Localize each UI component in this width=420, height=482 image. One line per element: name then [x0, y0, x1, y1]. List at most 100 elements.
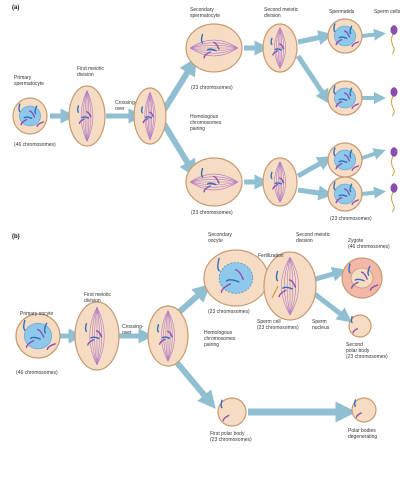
chromosome [206, 182, 217, 186]
label-line: Spermatids [329, 9, 355, 15]
chromosome [87, 338, 95, 346]
primary-spermatocyte-cell [12, 97, 48, 135]
chromosome [343, 154, 351, 162]
sperm-head [390, 87, 398, 97]
spindle-fiber [279, 161, 283, 203]
chromosome [25, 339, 35, 348]
spindle-fiber [82, 90, 88, 142]
label-line: Crossing- [115, 100, 137, 106]
chromosome [206, 48, 217, 52]
flow-arrow [161, 122, 197, 178]
nucleus [218, 262, 254, 294]
chromosome [222, 414, 230, 422]
label-line: Polar bodies [348, 428, 376, 434]
cell-membrane [217, 397, 247, 427]
spindle-fiber [190, 45, 238, 49]
zygote-label: Zygote(46 chromosomes) [348, 238, 390, 250]
label-line: Second meiotic [296, 232, 331, 238]
chromosome [343, 92, 351, 100]
sperm-cell [390, 87, 398, 117]
spermatid-cell [327, 142, 363, 178]
sperm-cells-label: Sperm cells [374, 9, 401, 15]
chromosome [348, 263, 351, 274]
label-line: (46 chromosomes) [14, 142, 56, 148]
chromosome [270, 37, 273, 46]
sperm-cell-label: Sperm cell(23 chromosomes) [257, 319, 299, 331]
sperm-tail [391, 33, 395, 55]
chromosome [333, 181, 336, 191]
label-line: Secondary [190, 7, 214, 13]
second-polar-body [348, 314, 372, 338]
label-line: oocyte [208, 238, 223, 244]
spindle-fiber [149, 92, 153, 140]
spindle-fiber [274, 161, 281, 203]
spindle-fiber [89, 306, 98, 366]
spindle-fiber [289, 257, 294, 315]
label-line: Crossing- [122, 324, 144, 330]
chromosome [76, 105, 80, 113]
chromosome [335, 100, 343, 108]
flow-arrow [297, 30, 334, 45]
label-line: First meiotic [77, 66, 104, 72]
spindle-fiber [86, 90, 94, 142]
label-line: chromosomes [204, 336, 236, 342]
chromosome [279, 177, 285, 184]
chromosome [95, 330, 103, 338]
chromosome [23, 319, 26, 331]
spindle-fiber [277, 161, 281, 203]
chromosome [272, 50, 278, 56]
sperm-head [390, 147, 398, 157]
label-line: pairing [190, 126, 205, 132]
chromosome [270, 171, 273, 180]
label-line: Primary oocyte [20, 311, 54, 317]
label-line: division [296, 238, 313, 244]
chromosome [335, 162, 343, 170]
label-line: Homologous [204, 330, 233, 336]
primary-oocyte-cell [15, 313, 61, 359]
secondary-spermatocyte-top-cell [185, 23, 243, 73]
label-line: spermatocyte [14, 81, 44, 87]
chromosome [360, 271, 368, 280]
chromosome [36, 121, 44, 128]
chromosome [355, 412, 362, 419]
zygote-cell [341, 257, 383, 299]
flow-arrow [296, 156, 333, 179]
chromosome [18, 103, 21, 113]
chromosome [335, 196, 343, 204]
chromosome [349, 87, 353, 97]
chromosome [349, 149, 353, 159]
chromosome [288, 279, 297, 288]
chromosome [156, 324, 160, 333]
flow-arrow [361, 28, 386, 41]
count-23-top-label: (23 chromosomes) [191, 85, 233, 91]
count-46-label: (46 chromosomes) [14, 142, 56, 148]
chromosome [351, 103, 359, 110]
crossing-over-label: Crossing-over [115, 100, 137, 112]
label-line: division [264, 13, 281, 19]
chromosome [351, 41, 359, 48]
spindle-fiber [190, 179, 238, 183]
chromosome [203, 51, 211, 59]
spindle-fiber [190, 47, 238, 57]
sperm-tail [391, 191, 395, 213]
chromosome [144, 116, 152, 119]
chromosome [220, 283, 232, 293]
chromosome [350, 281, 359, 289]
chromosome [90, 336, 100, 340]
chromosome [282, 286, 293, 290]
secondary-spermatocyte-bottom-cell [185, 157, 243, 207]
spindle-fiber [190, 181, 238, 188]
crossing-over-cell [133, 87, 167, 145]
label-line: Secondary [208, 232, 232, 238]
label-line: (23 chromosomes) [346, 354, 388, 360]
spindle-fiber [146, 92, 151, 140]
label-line: pairing [204, 342, 219, 348]
chromosome [203, 185, 211, 193]
